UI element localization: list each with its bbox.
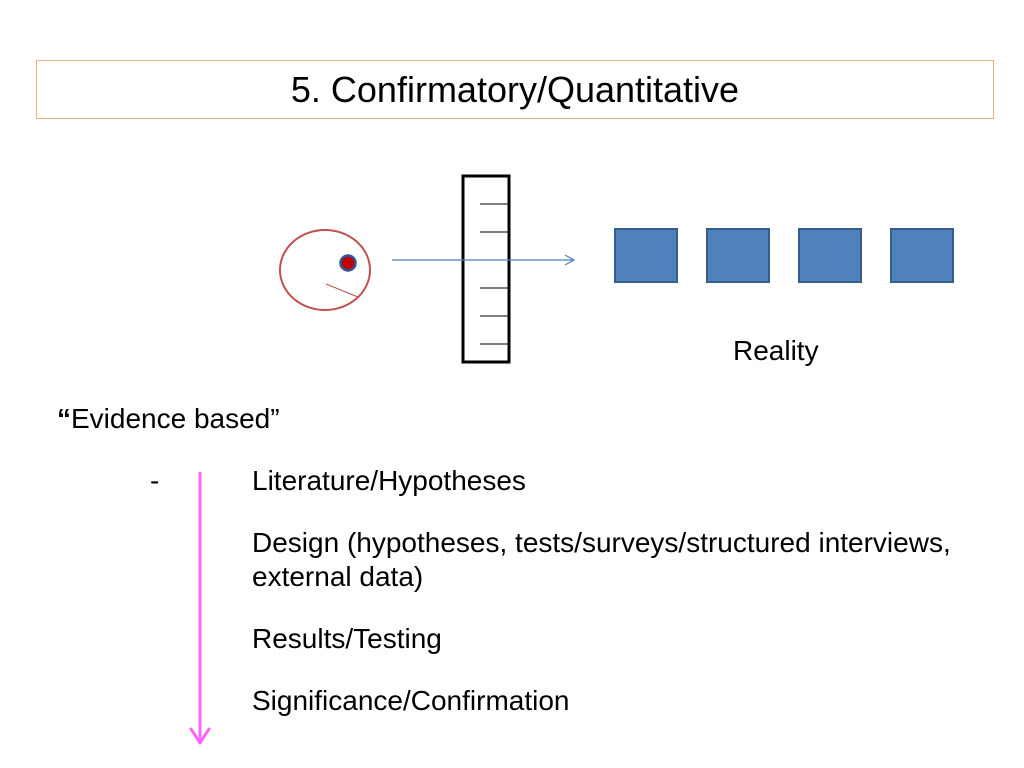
reality-square	[798, 228, 862, 283]
eye-outline	[279, 229, 371, 311]
eye-icon	[279, 229, 371, 311]
reality-square	[890, 228, 954, 283]
reality-label: Reality	[733, 335, 819, 366]
list-dash: -	[150, 465, 160, 496]
slide-title: 5. Confirmatory/Quantitative	[290, 68, 740, 110]
process-arrow	[189, 472, 211, 745]
process-step: Literature/Hypotheses	[252, 465, 526, 496]
process-step: Significance/Confirmation	[252, 685, 570, 716]
ruler-body	[461, 174, 511, 364]
process-arrowhead	[189, 727, 211, 745]
title-box: 5. Confirmatory/Quantitative	[36, 60, 994, 119]
reality-square	[706, 228, 770, 283]
evidence-text: Evidence based”	[71, 403, 280, 434]
ruler-icon	[461, 174, 511, 364]
evidence-open-quote: “	[57, 403, 71, 434]
reality-objects	[614, 228, 954, 283]
evidence-heading: “Evidence based”	[57, 402, 280, 436]
sight-arrow	[392, 254, 576, 266]
sight-arrowhead	[564, 254, 576, 266]
process-step: Results/Testing	[252, 623, 442, 654]
reality-square	[614, 228, 678, 283]
process-steps: Literature/Hypotheses Design (hypotheses…	[252, 464, 972, 746]
eye-mark	[325, 283, 359, 298]
process-step: Design (hypotheses, tests/surveys/struct…	[252, 527, 951, 592]
eye-pupil	[339, 254, 357, 272]
